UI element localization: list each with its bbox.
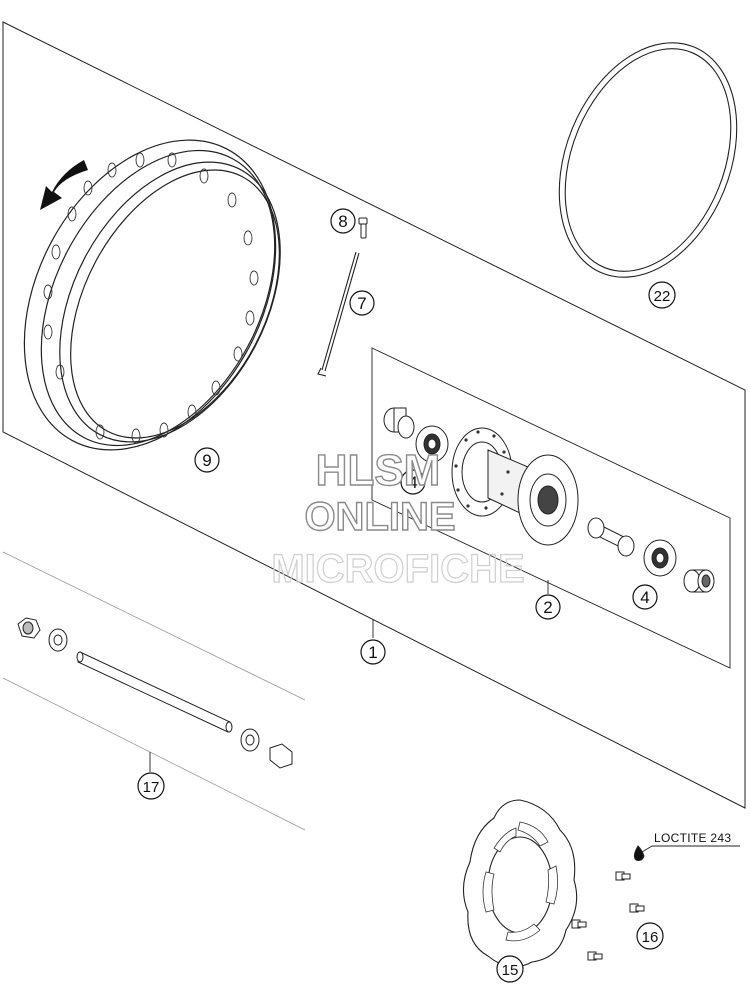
screw-a [615, 871, 631, 881]
callout-8: 8 [330, 208, 356, 234]
right-spacer [683, 569, 715, 593]
watermark-line-3: MICROFICHE [271, 547, 524, 591]
callout-2: 2 [535, 594, 561, 620]
spoke-nipple-8 [358, 217, 368, 239]
axle-kit-frame-17 [2, 551, 306, 831]
disc-screws-16 [571, 845, 645, 961]
callout-1: 1 [360, 639, 386, 665]
svg-text:22: 22 [654, 288, 671, 305]
screw-c [571, 919, 587, 929]
callout-16: 16 [636, 922, 664, 950]
right-bearing-4 [643, 539, 677, 577]
watermark-line-1: HLSM [316, 446, 441, 495]
hub-frame-2 [371, 347, 731, 669]
screw-b [629, 903, 645, 913]
axle-shaft [77, 651, 231, 733]
svg-text:4: 4 [640, 588, 649, 607]
callout-4-left: 4 [400, 469, 426, 495]
brake-disc-15 [462, 799, 578, 968]
rim-tape-22 [558, 42, 738, 278]
callout-9: 9 [194, 447, 220, 473]
svg-text:15: 15 [502, 962, 519, 979]
rotation-arrow-icon [40, 160, 88, 210]
hub-body [451, 427, 579, 546]
callout-17: 17 [137, 772, 165, 800]
loctite-drop-icon [633, 845, 645, 861]
svg-text:16: 16 [642, 929, 659, 946]
watermark: HLSM ONLINE MICROFICHE [271, 445, 526, 591]
rim-9 [23, 139, 281, 451]
callout-22: 22 [648, 281, 676, 309]
axle-kit-17 [17, 617, 293, 769]
left-bearing-4 [415, 425, 449, 463]
svg-text:7: 7 [357, 294, 366, 313]
svg-text:2: 2 [543, 598, 552, 617]
rim-spoke-holes [43, 152, 259, 444]
inner-spacer-tube [587, 517, 635, 557]
axle-nut-right [269, 743, 293, 769]
svg-text:1: 1 [368, 643, 377, 662]
loctite-note: LOCTITE 243 [654, 831, 731, 845]
callout-15: 15 [496, 955, 524, 983]
svg-text:9: 9 [202, 451, 211, 470]
svg-text:4: 4 [408, 473, 417, 492]
watermark-line-2: ONLINE [304, 495, 455, 539]
callout-7: 7 [349, 290, 375, 316]
assembly-frame-1 [2, 21, 746, 809]
hub-assembly [383, 407, 715, 593]
spoke-7 [317, 251, 360, 377]
screw-d [587, 951, 603, 961]
leader-lines [149, 580, 740, 853]
svg-text:17: 17 [143, 779, 160, 796]
callout-4-right: 4 [632, 584, 658, 610]
svg-text:8: 8 [338, 212, 347, 231]
